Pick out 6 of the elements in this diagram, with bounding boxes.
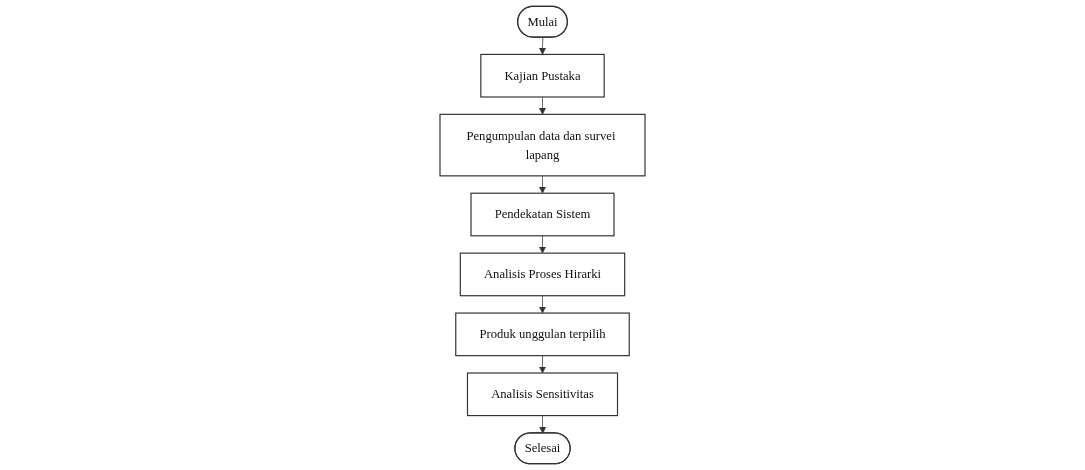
node-box: Pendekatan Sistem — [470, 192, 615, 237]
node-box: Analisis Proses Hirarki — [459, 252, 626, 297]
node-box: Produk unggulan terpilih — [455, 312, 630, 357]
node-box: Pengumpulan data dan survei lapang — [439, 113, 646, 177]
node-box: Kajian Pustaka — [480, 53, 605, 98]
node-box: Analisis Sensitivitas — [466, 372, 619, 417]
